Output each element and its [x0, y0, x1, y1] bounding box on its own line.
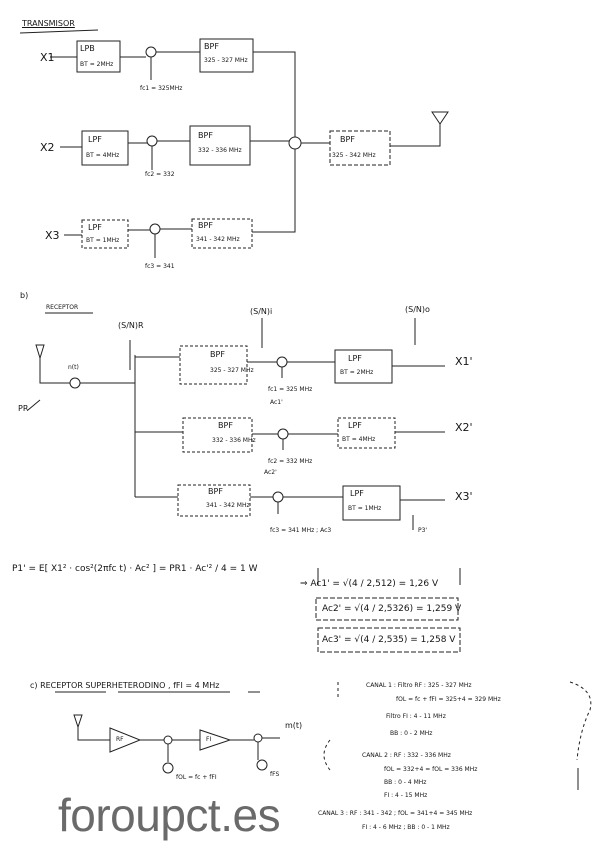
note-line: CANAL 1 : Filtro RF : 325 - 327 MHz: [366, 682, 472, 689]
rx-carrier3: fc3 = 341 MHz ; Ac3: [270, 527, 332, 534]
superhet-heading: c) RECEPTOR SUPERHETERODINO , fFI = 4 MH…: [30, 681, 220, 690]
rx-bpf1-label: BPF: [210, 350, 225, 359]
note-line: CANAL 3 : RF : 341 - 342 ; fOL = 341+4 =…: [318, 810, 473, 817]
rx-lpf2-label: LPF: [348, 421, 362, 430]
tx-bpf3-band: 341 - 342 MHz: [196, 236, 240, 243]
note-line: Filtro FI : 4 - 11 MHz: [386, 713, 446, 720]
tx-bpf1-label: BPF: [204, 42, 219, 51]
tx-bpf2-band: 332 - 336 MHz: [198, 147, 242, 154]
watermark: foroupct.es: [58, 789, 281, 841]
result-ac3: Ac3' = √(4 / 2,535) = 1,258 V: [322, 635, 456, 645]
result-boxes: [315, 568, 461, 653]
tx-lpf2-bw: BT = 4MHz: [86, 152, 120, 159]
lo2-label: fFS: [270, 771, 280, 778]
tx-carrier2: fc2 = 332: [145, 171, 175, 178]
output-x2: X2': [455, 421, 473, 434]
snr-i-label: (S/N)i: [250, 307, 273, 316]
rx-bpf3-label: BPF: [208, 487, 223, 496]
tx-bpf1-band: 325 - 327 MHz: [204, 57, 248, 64]
note-line: fOL = fc + fFI = 325+4 = 329 MHz: [396, 696, 501, 703]
transmitter-diagram: [19, 29, 449, 258]
result-ac2: Ac2' = √(4 / 2,5326) = 1,259 V: [322, 604, 462, 614]
note-line: FI : 4 - 15 MHz: [384, 792, 428, 799]
note-line: BB : 0 - 2 MHz: [390, 730, 433, 737]
section-b-label: b): [20, 291, 29, 300]
noise-label: n(t): [68, 364, 79, 371]
tx-bpf2-label: BPF: [198, 131, 213, 140]
note-line: CANAL 2 : RF : 332 - 336 MHz: [362, 752, 451, 759]
superhet-output: m(t): [285, 721, 303, 730]
output-x1: X1': [455, 355, 473, 368]
rx-lpf3-label: LPF: [350, 489, 364, 498]
tx-lpf2-label: LPF: [88, 135, 102, 144]
tx-carrier1: fc1 = 325MHz: [140, 85, 183, 92]
rx-bpf2-band: 332 - 336 MHz: [212, 437, 256, 444]
p3-label: P3': [418, 527, 428, 534]
rx-bpf3-band: 341 - 342 MHz: [206, 502, 250, 509]
note-line: BB : 0 - 4 MHz: [384, 779, 427, 786]
rx-carrier2: fc2 = 332 MHz: [268, 458, 313, 465]
rx-carrier1: fc1 = 325 MHz: [268, 386, 313, 393]
input-x2: X2: [40, 141, 55, 154]
rx-bpf2-label: BPF: [218, 421, 233, 430]
rx-amp1: Ac1': [270, 399, 283, 406]
tx-lpf1-bw: BT = 2MHz: [80, 61, 114, 68]
snr-o-label: (S/N)o: [405, 305, 430, 314]
tx-out-bpf-band: 325 - 342 MHz: [332, 152, 376, 159]
lo1-label: fOL = fc + fFI: [176, 774, 217, 781]
tx-carrier3: fc3 = 341: [145, 263, 175, 270]
rf-amp-label: RF: [116, 736, 124, 743]
receiver-diagram: [27, 312, 445, 530]
rx-amp2: Ac2': [264, 469, 277, 476]
fi-amp-label: FI: [206, 736, 212, 743]
rx-bpf1-band: 325 - 327 MHz: [210, 367, 254, 374]
tx-lpf1-label: LPB: [80, 44, 95, 53]
rx-lpf1-label: LPF: [348, 354, 362, 363]
pr-label: PR: [18, 404, 29, 413]
input-x1: X1: [40, 51, 55, 64]
tx-bpf3-label: BPF: [198, 221, 213, 230]
tx-lpf3-bw: BT = 1MHz: [86, 237, 120, 244]
rx-lpf1-bw: BT = 2MHz: [340, 369, 374, 376]
output-x3: X3': [455, 490, 473, 503]
receiver-heading: RECEPTOR: [46, 304, 79, 311]
snr-r-label: (S/N)R: [118, 321, 144, 330]
rx-lpf2-bw: BT = 4MHz: [342, 436, 376, 443]
superhet-diagram: [55, 681, 592, 790]
tx-out-bpf-label: BPF: [340, 135, 355, 144]
note-line: fOL = 332+4 = fOL = 336 MHz: [384, 766, 478, 773]
result-ac1: ⇒ Ac1' = √(4 / 2,512) = 1,26 V: [300, 579, 439, 589]
tx-lpf3-label: LPF: [88, 223, 102, 232]
power-equation: P1' = E[ X1² · cos²(2πfc t) · Ac² ] = PR…: [12, 564, 258, 574]
transmitter-heading: TRANSMISOR: [22, 19, 75, 28]
input-x3: X3: [45, 229, 60, 242]
note-line: FI : 4 - 6 MHz ; BB : 0 - 1 MHz: [362, 824, 450, 831]
rx-lpf3-bw: BT = 1MHz: [348, 505, 382, 512]
